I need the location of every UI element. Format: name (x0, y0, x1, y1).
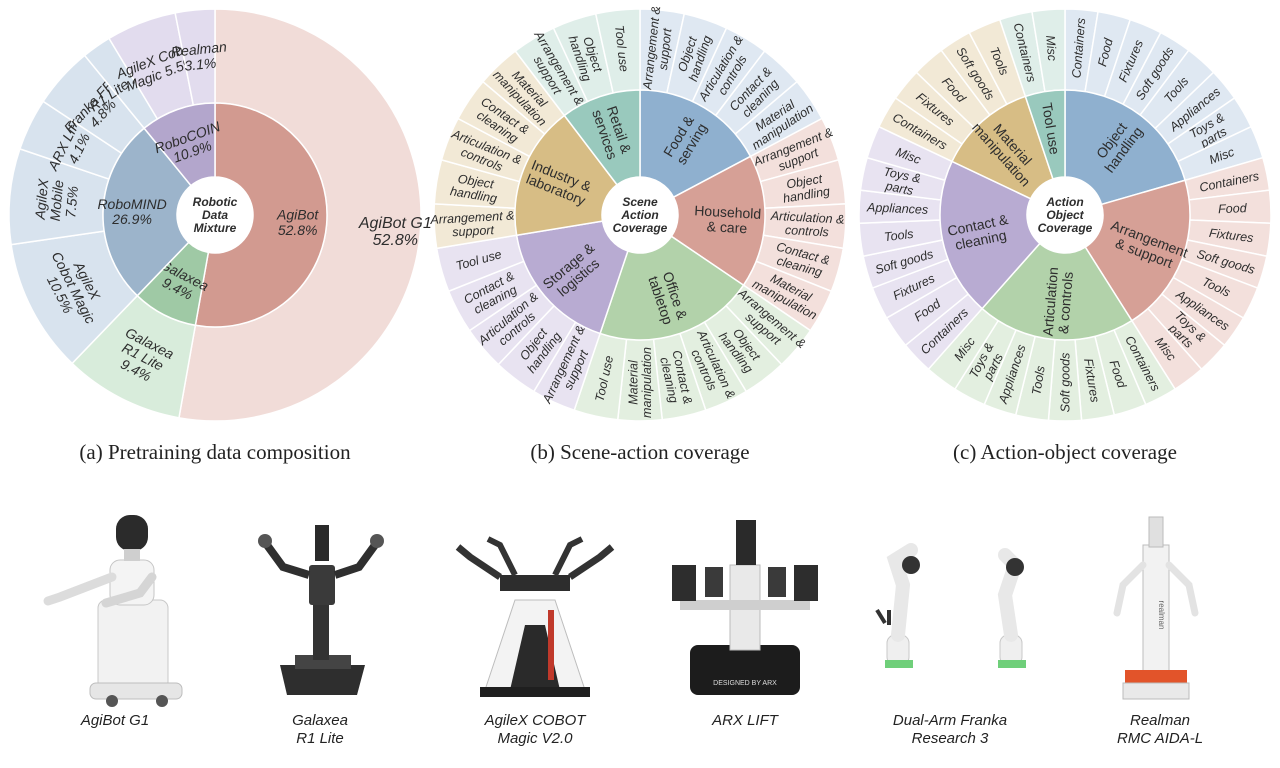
robot-image-galaxea-r1-lite (225, 505, 415, 710)
caption-a: (a) Pretraining data composition (79, 440, 351, 464)
center-hub (602, 177, 678, 253)
realman-brand-text: realman (1157, 601, 1166, 630)
robot-image-agibot-g1 (20, 505, 210, 710)
outer-label-tools: Tools (883, 227, 914, 244)
outer-label-articulation-controls: Articulation &controls (769, 209, 845, 241)
outer-label-agilex-mobile-7-5: AgileXMobile7.5% (32, 178, 82, 224)
outer-label-food: Food (1095, 36, 1116, 68)
outer-label-material-manipulation: Materialmanipulation (627, 347, 655, 418)
center-hub (177, 177, 253, 253)
outer-label-realman-3-1: Realman3.1% (170, 38, 229, 74)
outer-label-soft-goods: Soft goods (1058, 353, 1072, 413)
robot-image-agilex-cobot-magic (440, 505, 630, 710)
outer-label-fixtures: Fixtures (1208, 226, 1254, 245)
robot-image-arx-lift: DESIGNED BY ARX (650, 505, 840, 710)
outer-label-arrangement-support: Arrangement &support (429, 208, 515, 240)
outer-label-containers: Containers (1069, 17, 1088, 78)
outer-label-appliances: Appliances (866, 200, 929, 216)
inner-label-articulation-controls: Articulation& controls (1040, 266, 1077, 338)
arx-plate-text: DESIGNED BY ARX (713, 680, 777, 687)
outer-label-food: Food (1218, 201, 1248, 216)
inner-label-household-care: Household& care (693, 202, 762, 237)
center-hub (1027, 177, 1103, 253)
outer-label-tool-use: Tool use (612, 25, 631, 73)
caption-b: (b) Scene-action coverage (530, 440, 750, 464)
outer-label-misc: Misc (1043, 35, 1059, 62)
robot-image-dual-arm-franka (855, 505, 1045, 710)
robot-label-arx-lift: ARX LIFT (712, 712, 778, 729)
outer-label-tools: Tools (1029, 365, 1048, 396)
robot-label-agibot-g1: AgiBot G1 (80, 712, 150, 729)
robot-image-realman: realman (1065, 505, 1255, 710)
caption-c: (c) Action-object coverage (953, 440, 1177, 464)
